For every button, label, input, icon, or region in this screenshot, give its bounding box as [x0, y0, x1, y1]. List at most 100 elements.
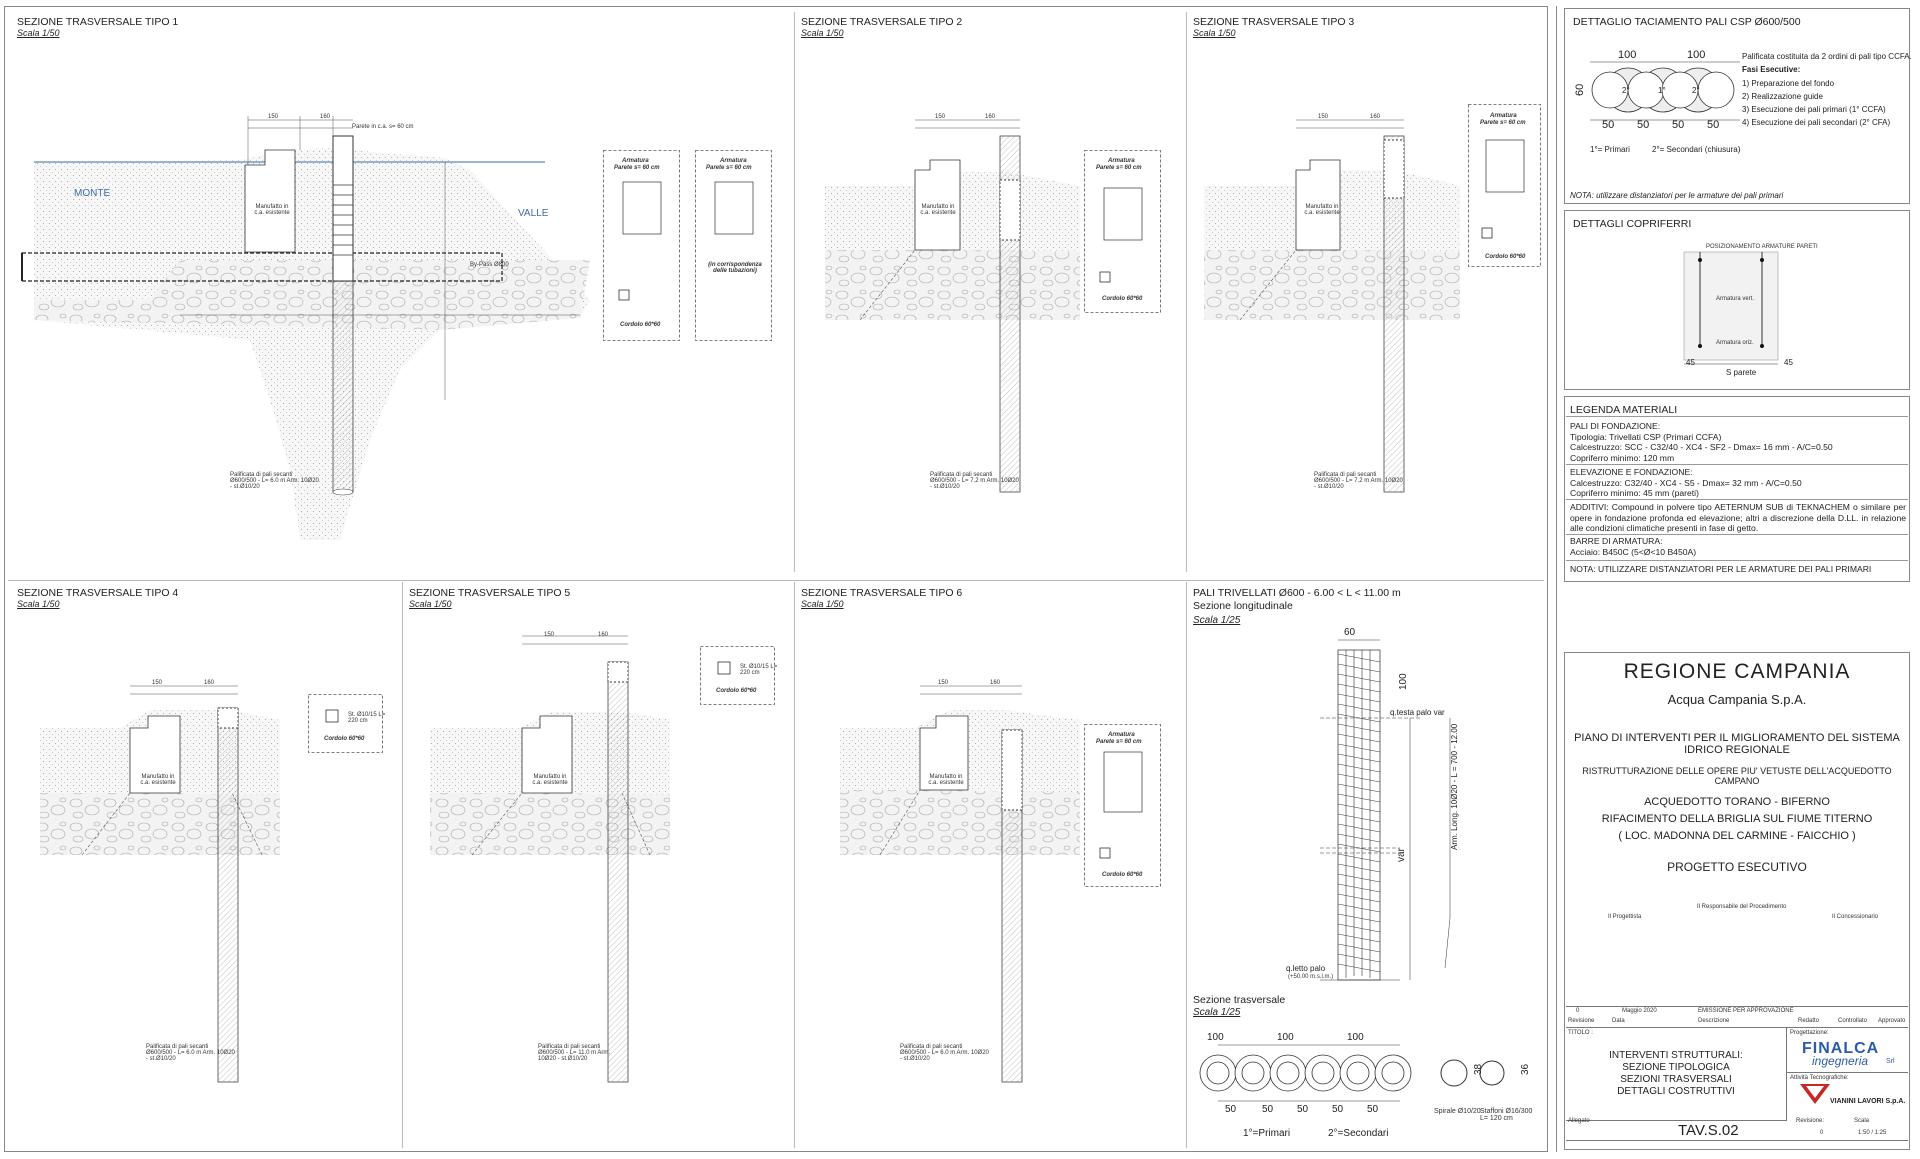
monte-label: MONTE: [74, 188, 111, 199]
armatura-box-3: [1468, 104, 1541, 267]
scale-tipo1: Scala 1/50: [17, 28, 60, 38]
tb-rev-desc: EMISSIONE PER APPROVAZIONE: [1698, 1008, 1794, 1014]
title-pali: PALI TRIVELLATI Ø600 - 6.00 < L < 11.00 …: [1193, 587, 1401, 599]
panel-taciamento: [1564, 8, 1910, 204]
spiral-segment: [1337, 903, 1381, 913]
palificata-label-3: Palificata di pali secanti Ø600/500 - L=…: [1314, 472, 1403, 490]
tb-hdr-descrizione: Descrizione: [1698, 1018, 1730, 1024]
manufatto-label-6: Manufatto in c.a. esistente: [928, 774, 964, 786]
legenda-title: LEGENDA MATERIALI: [1570, 404, 1678, 416]
tb-rev-num: 0: [1576, 1008, 1580, 1014]
tb-revisione-val: 0: [1820, 1130, 1824, 1136]
dim-160-3: 160: [1370, 114, 1381, 120]
tb-allegato: Allegato: [1568, 1118, 1590, 1124]
pile-core-circle: [1311, 1061, 1335, 1085]
tb-piano: PIANO DI INTERVENTI PER IL MIGLIORAMENTO…: [1574, 732, 1900, 756]
tac-p2a: 2°: [1622, 86, 1630, 95]
scale-pali: Scala 1/25: [1193, 615, 1241, 626]
armatura-box-1: [603, 150, 680, 341]
cordolo-box-4: [308, 694, 383, 753]
spiral-segment: [1337, 663, 1381, 673]
dim-160-2: 160: [985, 114, 996, 120]
divider-horizontal: [8, 580, 1544, 581]
trasv-dim-50d: 50: [1332, 1104, 1344, 1115]
tb-societa: Acqua Campania S.p.A.: [1667, 692, 1807, 707]
pile-core-circle: [1381, 1061, 1405, 1085]
trasv-dim-50b: 50: [1262, 1104, 1274, 1115]
tb-hdr-approvato: Approvato: [1878, 1018, 1906, 1024]
dim-150-1: 150: [268, 114, 279, 120]
finalca-logo: FINALCA ingegneria Srl: [1802, 1040, 1902, 1068]
spiral-segment: [1337, 773, 1381, 783]
dim-150-5: 150: [544, 632, 555, 638]
trasv-dim-50c: 50: [1297, 1104, 1309, 1115]
tb-attivita: Attività Tecnografiche:: [1790, 1075, 1849, 1081]
legenda-block-4: BARRE DI ARMATURA: Acciaio: B450C (5<Ø<1…: [1570, 536, 1697, 557]
panel-legenda: [1564, 396, 1910, 582]
manufatto-label-4: Manufatto in c.a. esistente: [140, 774, 176, 786]
trasv-dim-50e: 50: [1367, 1104, 1379, 1115]
staffoni-label: Staffoni Ø16/300 L= 120 cm: [1480, 1108, 1533, 1122]
spiral-segment: [1337, 963, 1381, 973]
scale-tipo4: Scala 1/50: [17, 599, 60, 609]
copriferri-pos: POSIZIONAMENTO ARMATURE PARETI: [1706, 244, 1818, 250]
copriferri-title: DETTAGLI COPRIFERRI: [1573, 218, 1692, 230]
spiral-segment: [1337, 683, 1381, 693]
copriferri-oriz: Armatura oriz.: [1716, 340, 1754, 346]
dim-160-4: 160: [204, 680, 215, 686]
section-tipo1-drawing: [21, 116, 590, 540]
armatura-title-6: Armatura: [1108, 732, 1135, 738]
tb-bottom-row: [1566, 1120, 1908, 1141]
tb-titolo-box: [1566, 1028, 1787, 1121]
cordolo-label-5: Cordolo 60*60: [716, 688, 757, 694]
copriferri-drawing: [1683, 251, 1779, 365]
section-tipo3-drawing: [1204, 119, 1460, 493]
spiral-segment: [1337, 803, 1381, 813]
palificata-label-6: Palificata di pali secanti Ø600/500 - L=…: [900, 1044, 989, 1062]
legenda-block-5: NOTA: UTILIZZARE DISTANZIATORI PER LE AR…: [1570, 564, 1872, 574]
legenda-sep-3: [1566, 499, 1908, 500]
armatura-title-2: Armatura: [1108, 158, 1135, 164]
parete-s-1: Parete s= 60 cm: [614, 165, 660, 171]
tac-dim-100a: 100: [1618, 49, 1637, 61]
spiral-segment: [1337, 913, 1381, 923]
legenda-sep-4: [1566, 534, 1908, 535]
divider-vertical-1: [794, 12, 795, 572]
manufatto-label-2: Manufatto in c.a. esistente: [920, 204, 956, 216]
tac-fase-3: 3) Esecuzione dei pali primari (1° CCFA): [1742, 105, 1886, 114]
spiral-segment: [1337, 703, 1381, 713]
spiral-segment: [1337, 813, 1381, 823]
secondary-pile-circle: [1234, 1054, 1272, 1092]
tb-responsabile: Il Responsabile del Procedimento: [1697, 904, 1787, 910]
scale-tipo2: Scala 1/50: [801, 28, 844, 38]
tb-titolo-3: SEZIONI TRASVERSALI: [1620, 1074, 1732, 1085]
q-testa-label: q.testa palo var: [1390, 708, 1445, 717]
taciamento-title: DETTAGLIO TACIAMENTO PALI CSP Ø600/500: [1573, 16, 1801, 28]
sezione-trasversale-drawing: [1199, 1044, 1505, 1102]
title-sez-trasv: Sezione trasversale: [1193, 994, 1286, 1006]
trasv-dim-100a: 100: [1207, 1032, 1224, 1043]
divider-vertical-3: [402, 582, 403, 1148]
tb-ristrutt: RISTRUTTURAZIONE DELLE OPERE PIU' VETUST…: [1582, 766, 1892, 786]
scale-tipo3: Scala 1/50: [1193, 28, 1236, 38]
tb-titolo-2: SEZIONE TIPOLOGICA: [1622, 1062, 1730, 1073]
spiral-segment: [1337, 753, 1381, 763]
title-tipo6: SEZIONE TRASVERSALE TIPO 6: [801, 587, 963, 599]
parete-s-3: Parete s= 60 cm: [1480, 120, 1526, 126]
vianini-logo-icon: [1800, 1084, 1830, 1104]
palificata-label-1: Palificata di pali secanti Ø600/500 - L=…: [230, 472, 319, 490]
palificata-label-5: Palificata di pali secanti Ø600/500 - L=…: [538, 1044, 611, 1062]
divider-vertical-4: [794, 582, 795, 1148]
spiral-segment: [1337, 793, 1381, 803]
parete-s-1b: Parete s= 60 cm: [706, 165, 752, 171]
spiral-segment: [1337, 653, 1381, 663]
cordolo-label-1: Cordolo 60*60: [620, 322, 661, 328]
tb-sep-logos: [1786, 1072, 1908, 1073]
tb-rev-date: Maggio 2020: [1622, 1008, 1657, 1014]
parete-s-2: Parete s= 60 cm: [1096, 165, 1142, 171]
trasv-dim-50a: 50: [1225, 1104, 1237, 1115]
tac-fase-2: 2) Realizzazione guide: [1742, 92, 1823, 101]
spiral-segment: [1337, 833, 1381, 843]
spiral-segment: [1337, 723, 1381, 733]
spirale-label: Spirale Ø10/20: [1434, 1108, 1481, 1115]
